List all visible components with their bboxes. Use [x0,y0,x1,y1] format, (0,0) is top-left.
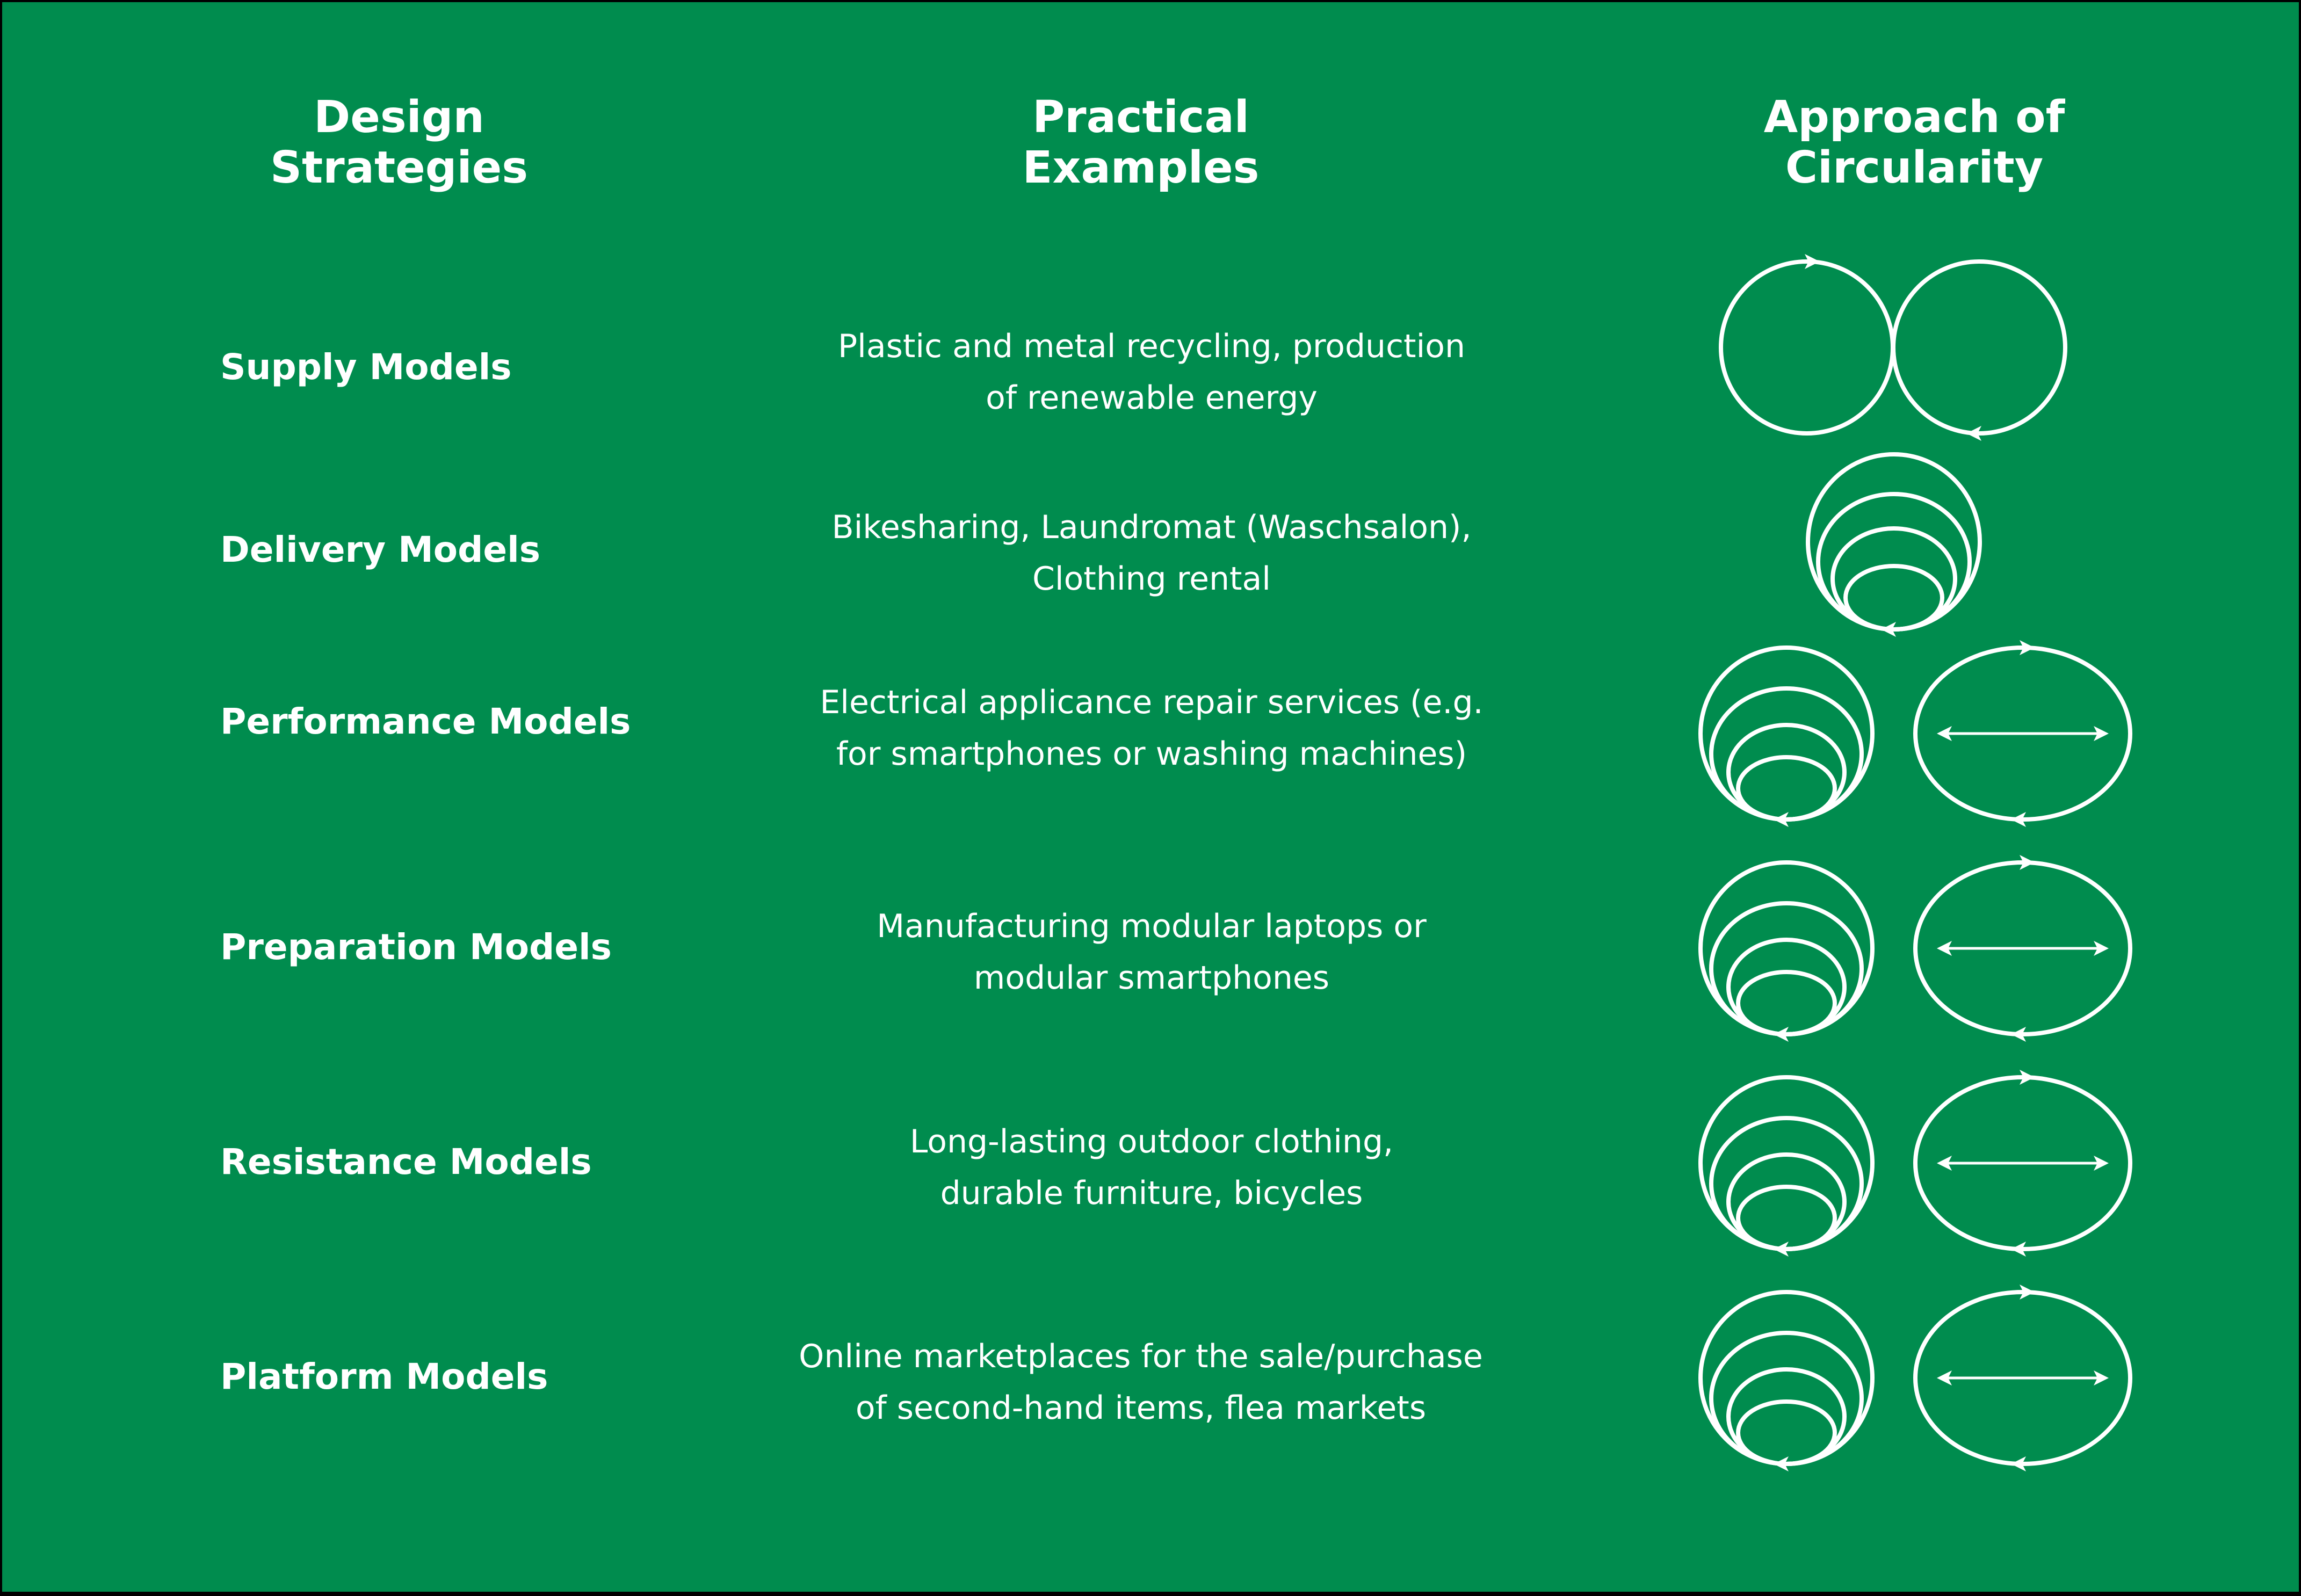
loop-icons-preparation [1698,855,2132,1042]
strategy-supply-models: Supply Models [220,346,512,388]
strategy-performance-models: Performance Models [220,701,631,742]
nested-loops-icon [1806,452,1982,637]
extended-loop-icon [1913,640,2132,827]
example-delivery-models: Bikesharing, Laundromat (Waschsalon), Cl… [831,509,1472,598]
figure-eight-loop-icon [1719,254,2067,441]
example-resistance-models: Long-lasting outdoor clothing, durable f… [909,1123,1394,1212]
example-preparation-models: Manufacturing modular laptops or modular… [877,908,1427,997]
nested-loops-icon [1698,860,1875,1042]
strategy-delivery-models: Delivery Models [220,529,541,570]
loop-icons-platform [1698,1285,2132,1471]
strategy-preparation-models: Preparation Models [220,926,612,968]
example-platform-models: Online marketplaces for the sale/purchas… [799,1338,1483,1427]
strategy-resistance-models: Resistance Models [220,1141,592,1183]
nested-loops-icon [1698,1290,1875,1471]
strategy-platform-models: Platform Models [220,1356,548,1397]
header-design-strategies: Design Strategies [270,92,529,193]
loop-icons-resistance [1698,1070,2132,1257]
extended-loop-icon [1913,1285,2132,1471]
extended-loop-icon [1913,1070,2132,1257]
example-performance-models: Electrical applicance repair services (e… [820,684,1484,773]
nested-loops-icon [1698,1075,1875,1257]
header-approach-of-circularity: Approach of Circularity [1763,92,2065,193]
extended-loop-icon [1913,855,2132,1042]
nested-loops-icon [1698,645,1875,827]
loop-icons-performance [1698,640,2132,827]
example-supply-models: Plastic and metal recycling, production … [837,328,1465,417]
header-practical-examples: Practical Examples [1022,92,1260,193]
